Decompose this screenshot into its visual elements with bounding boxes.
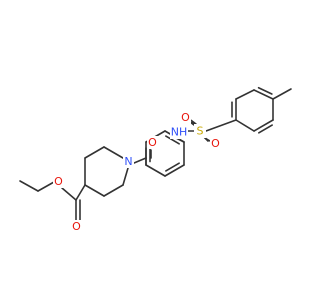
bond-ring-b-second: [165, 135, 180, 145]
bond-ring-a: [253, 119, 274, 132]
atom-label-o: O: [72, 220, 81, 233]
atom-n-piperidine: N: [123, 155, 134, 168]
atom-label-n: N: [124, 155, 132, 168]
bond-ring-a: [235, 119, 255, 132]
atom-o-sulfonyl-2: O: [210, 137, 221, 150]
atom-label-s: S: [197, 125, 204, 138]
bond-pip: [103, 184, 124, 197]
atom-o-amide: O: [147, 136, 158, 149]
bond-ring-a: [253, 89, 274, 100]
bond-pip: [103, 146, 124, 159]
atom-label-layer: S O O NH O N O O: [53, 111, 221, 233]
chemical-structure: S O O NH O N O O: [19, 86, 292, 233]
bond-ring-a-second: [257, 86, 273, 95]
atom-label-nh: NH: [171, 126, 188, 139]
bond-pip: [84, 184, 105, 197]
atom-label-o: O: [211, 137, 220, 150]
bond-pip: [122, 167, 129, 186]
atom-o-ester-alkoxy: O: [53, 175, 64, 188]
bond-c-n: [133, 157, 147, 164]
atom-label-o: O: [54, 175, 63, 188]
bond-ring-b-second: [165, 162, 180, 172]
atom-label-o: O: [181, 111, 190, 124]
bond-c-o-alkoxy: [61, 187, 77, 201]
bond-methyl: [272, 88, 292, 100]
bond-ring-a: [235, 89, 255, 100]
bond-ring-b: [164, 164, 185, 177]
bond-ring-b: [145, 164, 166, 177]
atom-s-sulfonyl: S: [194, 124, 206, 138]
atom-o-ester-carbonyl: O: [71, 220, 82, 233]
bond-ring-to-s: [205, 119, 237, 132]
bond-pip: [84, 146, 105, 159]
bond-ring-a-second: [258, 124, 273, 134]
bond-c-ester: [75, 184, 86, 201]
atom-o-sulfonyl-1: O: [180, 111, 191, 124]
bond-o-ethyl: [37, 181, 55, 192]
bond-layer: [19, 86, 292, 221]
atom-nh-sulfonamide: NH: [170, 125, 188, 139]
bond-ethyl: [19, 180, 39, 192]
atom-label-o: O: [148, 136, 157, 149]
